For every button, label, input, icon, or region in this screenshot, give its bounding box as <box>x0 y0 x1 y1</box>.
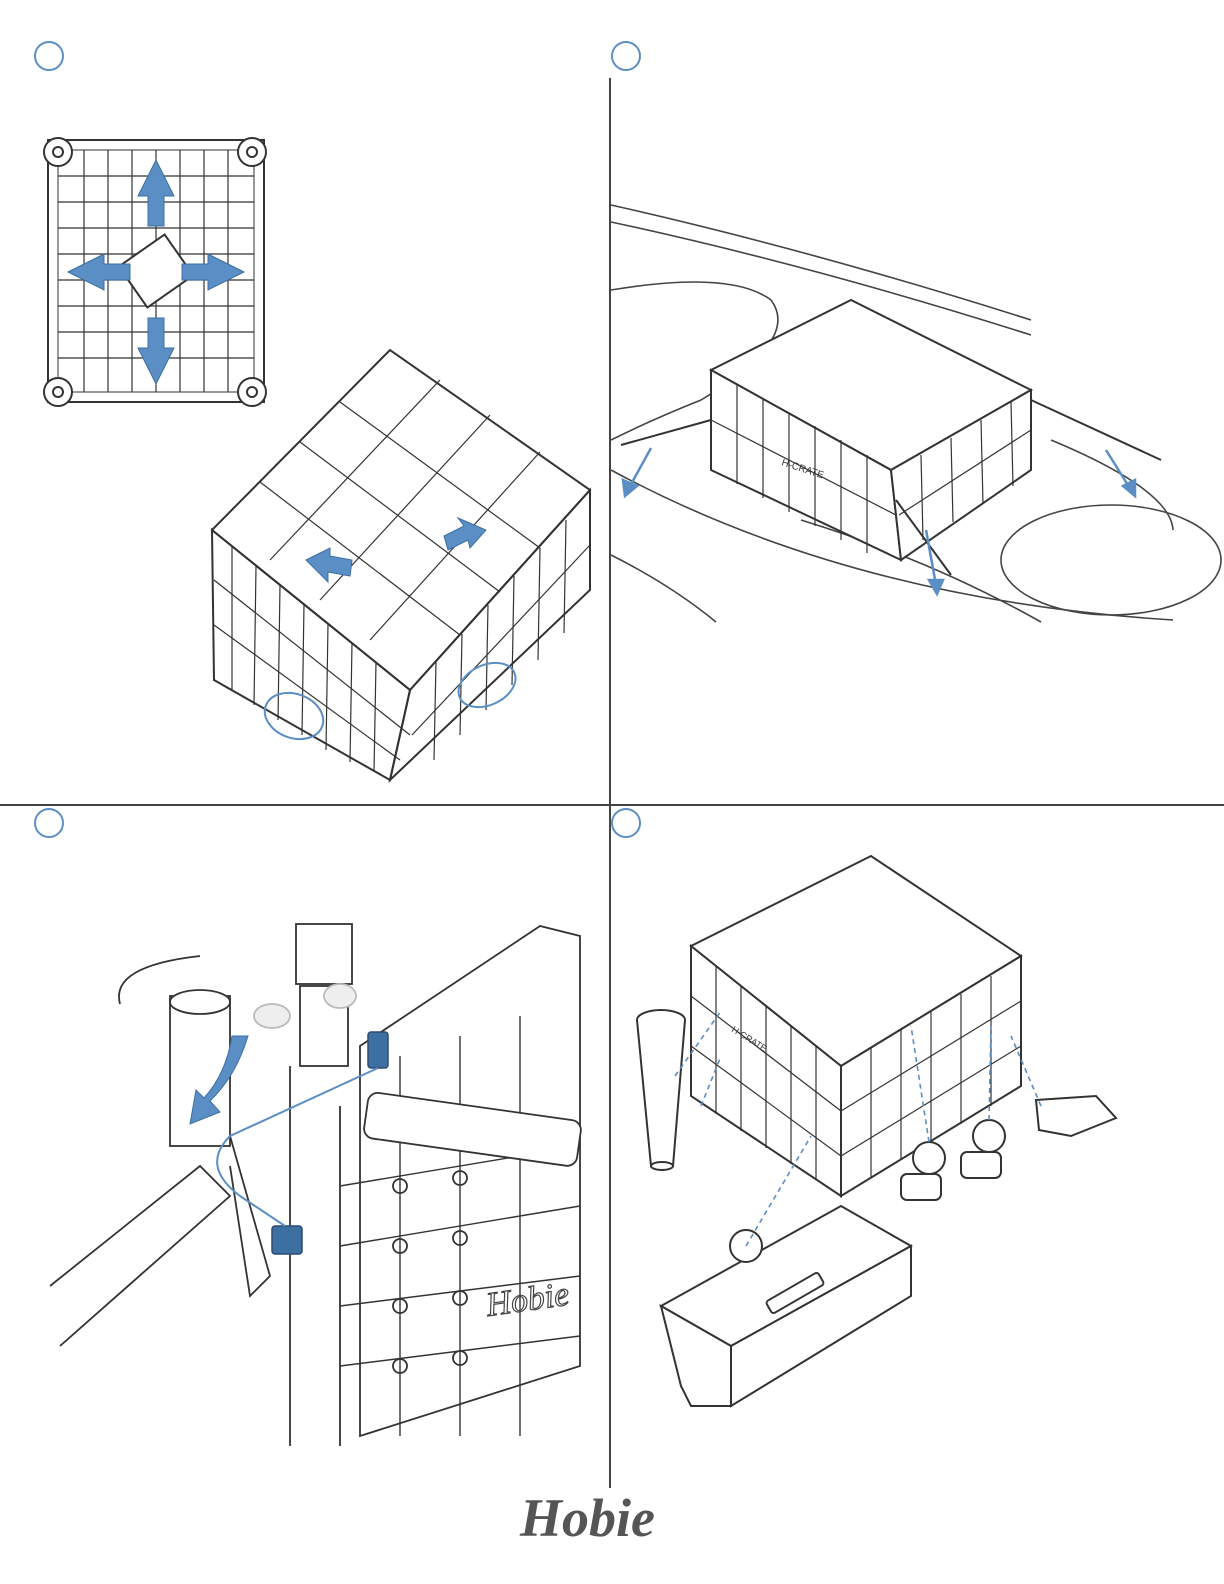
accessories-exploded-illustration: H-CRATE <box>611 806 1224 1466</box>
detail-callout-circles <box>258 654 522 747</box>
crate-upright: H-CRATE <box>691 856 1021 1196</box>
rod-holder-tube <box>637 1010 685 1170</box>
crate-isometric <box>212 350 590 780</box>
crate-brand-mark: Hobie <box>483 1276 571 1324</box>
brand-logo: Hobie <box>510 1484 710 1554</box>
tackle-tray <box>661 1206 911 1406</box>
hobie-wordmark-logo-icon: Hobie <box>510 1484 710 1554</box>
step-1-panel <box>0 0 610 805</box>
kayak-install-illustration: H-CRATE <box>611 0 1224 805</box>
logo-text: Hobie <box>519 1488 655 1548</box>
rod-holder-detail-illustration: Hobie <box>0 806 610 1466</box>
mount-assembly <box>50 956 270 1346</box>
crate-in-hatch: H-CRATE <box>711 300 1031 560</box>
tablet-mount <box>1036 1096 1116 1136</box>
step-2-panel: H-CRATE <box>611 0 1224 805</box>
crate-grid-detail <box>340 926 582 1436</box>
bungee-cord <box>217 1068 378 1226</box>
slide-arrows <box>306 518 486 582</box>
crate-illustration-step-1 <box>0 0 610 805</box>
step-4-panel: H-CRATE <box>611 806 1224 1466</box>
step-3-panel: Hobie <box>0 806 610 1466</box>
